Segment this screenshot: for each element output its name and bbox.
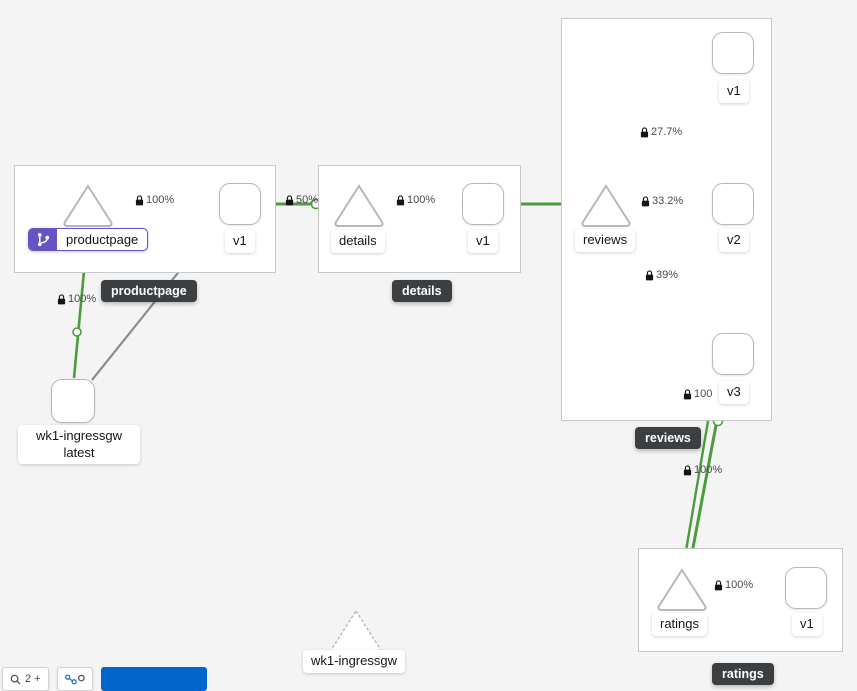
edge-label-reviews-to-v1-text: 27.7% bbox=[651, 126, 683, 138]
edge-label-ingress-to-productpage: 100% bbox=[57, 294, 96, 305]
zoom-control-label: 2 + bbox=[25, 673, 41, 685]
node-details-v1-label: v1 bbox=[468, 230, 498, 253]
node-ratings-v1[interactable] bbox=[785, 567, 827, 609]
edge-label-details-svc-to-v1-text: 100% bbox=[407, 194, 436, 206]
tooltip-reviews: reviews bbox=[635, 427, 701, 449]
edge-label-productpage-svc-to-v1: 100% bbox=[135, 195, 174, 206]
edge-label-v3-outbound-text: 100 bbox=[694, 388, 713, 400]
node-wk1-ingressgw-label-line2: latest bbox=[63, 444, 95, 460]
node-reviews-v3[interactable] bbox=[712, 333, 754, 375]
node-reviews-service-label: reviews bbox=[575, 229, 636, 252]
layout-control[interactable] bbox=[56, 667, 93, 691]
edge-label-ratings-svc-to-v1-text: 100% bbox=[725, 579, 754, 591]
lock-icon bbox=[135, 195, 144, 206]
lock-icon bbox=[641, 196, 650, 207]
lock-icon bbox=[683, 389, 692, 400]
lock-icon bbox=[285, 195, 294, 206]
workflow-icon bbox=[29, 229, 57, 250]
edge-label-ratings-svc-to-v1: 100% bbox=[714, 580, 753, 591]
graph-layout-icon bbox=[64, 674, 85, 685]
node-productpage-service-label: productpage bbox=[66, 232, 139, 247]
node-details-service-label: details bbox=[331, 230, 385, 253]
edge-label-reviews-to-v3-text: 39% bbox=[656, 269, 679, 281]
node-reviews-v3-label: v3 bbox=[719, 381, 749, 404]
node-ratings-service[interactable] bbox=[656, 566, 708, 612]
lock-icon bbox=[640, 127, 649, 138]
edge-label-productpage-v1-to-details: 50% bbox=[285, 195, 318, 206]
lock-icon bbox=[683, 465, 692, 476]
edge-label-reviews-to-v2: 33.2% bbox=[641, 196, 683, 207]
node-wk1-ingressgw[interactable] bbox=[51, 379, 95, 423]
node-details-v1[interactable] bbox=[462, 183, 504, 225]
tooltip-ratings: ratings bbox=[712, 663, 774, 685]
edge-label-reviews-to-ratings-text: 100% bbox=[694, 464, 723, 476]
zoom-icon bbox=[10, 674, 21, 685]
node-reviews-v1[interactable] bbox=[712, 32, 754, 74]
node-productpage-v1[interactable] bbox=[219, 183, 261, 225]
edge-label-reviews-to-ratings: 100% bbox=[683, 465, 722, 476]
tooltip-productpage: productpage bbox=[101, 280, 197, 302]
node-reviews-v1-label: v1 bbox=[719, 80, 749, 103]
node-wk1-ingressgw-label: wk1-ingressgw latest bbox=[18, 425, 140, 465]
node-wk1-ingressgw-label-line1: wk1-ingressgw bbox=[36, 428, 122, 443]
node-productpage-service[interactable] bbox=[62, 182, 114, 228]
edge-label-reviews-to-v1: 27.7% bbox=[640, 127, 682, 138]
lock-icon bbox=[714, 580, 723, 591]
zoom-control[interactable]: 2 + bbox=[2, 667, 49, 691]
node-wk1-ingressgw-service[interactable] bbox=[330, 607, 382, 653]
legend-button[interactable] bbox=[100, 667, 207, 691]
edge-label-v3-outbound: 100 bbox=[683, 389, 712, 400]
edge-label-reviews-to-v3: 39% bbox=[645, 270, 678, 281]
edge-label-productpage-v1-to-details-text: 50% bbox=[296, 194, 319, 206]
node-reviews-v2[interactable] bbox=[712, 183, 754, 225]
node-productpage-service-label-chip[interactable]: productpage bbox=[28, 228, 149, 251]
tooltip-details: details bbox=[392, 280, 452, 302]
node-wk1-ingressgw-service-label: wk1-ingressgw bbox=[303, 650, 405, 673]
edge-label-details-svc-to-v1: 100% bbox=[396, 195, 435, 206]
edge-label-reviews-to-v2-text: 33.2% bbox=[652, 195, 684, 207]
lock-icon bbox=[645, 270, 654, 281]
node-productpage-v1-label: v1 bbox=[225, 230, 255, 253]
node-details-service[interactable] bbox=[333, 182, 385, 228]
node-reviews-v2-label: v2 bbox=[719, 229, 749, 252]
node-reviews-service[interactable] bbox=[580, 182, 632, 228]
edge-label-productpage-svc-to-v1-text: 100% bbox=[146, 194, 175, 206]
edge-label-ingress-to-productpage-text: 100% bbox=[68, 293, 97, 305]
node-ratings-service-label: ratings bbox=[652, 613, 708, 636]
lock-icon bbox=[396, 195, 405, 206]
graph-toolbar[interactable]: 2 + bbox=[0, 667, 207, 691]
lock-icon bbox=[57, 294, 66, 305]
node-ratings-v1-label: v1 bbox=[792, 613, 822, 636]
